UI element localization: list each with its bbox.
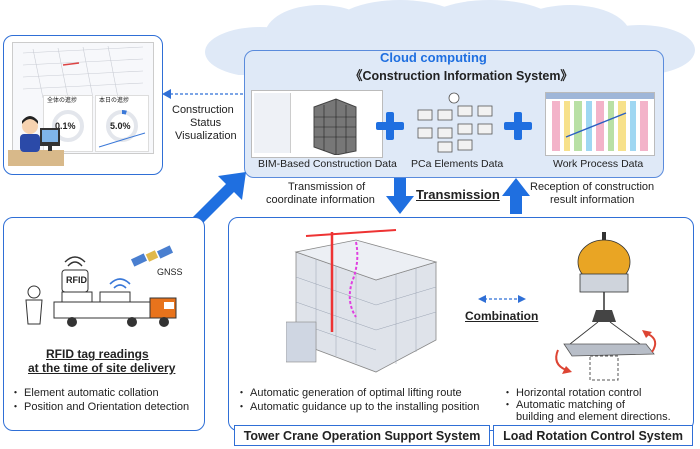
visualization-label-2: Status bbox=[190, 117, 222, 129]
cloud-computing-title: Cloud computing bbox=[380, 50, 487, 65]
bim-data-thumbnail bbox=[251, 90, 383, 158]
plus-icon-2 bbox=[504, 112, 532, 140]
arrow-to-visualization bbox=[162, 89, 244, 99]
pca-data-label: PCa Elements Data bbox=[411, 158, 504, 170]
progress-card-1: 全体の進捗 0.1% bbox=[43, 95, 93, 152]
work-process-thumbnail bbox=[545, 92, 655, 156]
gauge1-title: 全体の進捗 bbox=[47, 98, 78, 104]
visualization-label-3: Visualization bbox=[175, 130, 237, 142]
rfid-title-2: at the time of site delivery bbox=[28, 361, 176, 375]
bim-data-label: BIM-Based Construction Data bbox=[258, 158, 397, 170]
arrow-rfid-to-cloud bbox=[192, 172, 246, 226]
gauge2-value: 5.0% bbox=[110, 121, 131, 131]
tower-crane-building-illustration bbox=[286, 229, 438, 373]
crane-bullet-left-2: ・ Automatic guidance up to the installin… bbox=[236, 401, 480, 413]
combination-double-arrow bbox=[478, 295, 526, 303]
gauge2-title: 本日の進捗 bbox=[99, 98, 130, 104]
crane-bullet-left-1: ・ Automatic generation of optimal liftin… bbox=[236, 387, 462, 399]
transmission-left-1: Transmission of bbox=[288, 181, 366, 193]
transmission-right-2: result information bbox=[550, 194, 635, 206]
crane-bullet-right-3: building and element directions. bbox=[516, 411, 671, 423]
rfid-bullet-1: ・ Element automatic collation bbox=[10, 387, 159, 399]
load-rotation-device-illustration bbox=[555, 232, 657, 381]
transmission-center: Transmission bbox=[416, 187, 500, 202]
plus-icon-1 bbox=[376, 112, 404, 140]
rfid-title-1: RFID tag readings bbox=[46, 347, 149, 361]
worker-at-computer-icon bbox=[8, 116, 64, 166]
visualization-label-1: Construction bbox=[172, 104, 234, 116]
transmission-left-2: coordinate information bbox=[266, 194, 375, 206]
system-title: 《Construction Information System》 bbox=[350, 69, 573, 83]
gauge1-value: 0.1% bbox=[55, 121, 76, 131]
visualization-screenshot: 全体の進捗 0.1% 本日の進捗 5.0% bbox=[12, 42, 154, 154]
gnss-label: GNSS bbox=[157, 267, 183, 277]
pca-elements-thumbnail bbox=[414, 92, 498, 154]
transmission-right-1: Reception of construction bbox=[530, 181, 655, 193]
tower-crane-system-label: Tower Crane Operation Support System bbox=[234, 425, 490, 446]
rfid-tag-label: RFID bbox=[66, 275, 87, 285]
rfid-bullet-2: ・ Position and Orientation detection bbox=[10, 401, 190, 413]
combination-label: Combination bbox=[465, 309, 539, 323]
arrow-down bbox=[386, 178, 414, 214]
crane-bullet-right-1: ・ Horizontal rotation control bbox=[502, 387, 642, 399]
crane-bullet-right-2: ・ Automatic matching of bbox=[502, 399, 625, 411]
rfid-illustration bbox=[25, 245, 177, 327]
arrow-up bbox=[502, 178, 530, 214]
work-process-label: Work Process Data bbox=[553, 158, 644, 170]
load-rotation-system-label: Load Rotation Control System bbox=[493, 425, 693, 446]
progress-card-2: 本日の進捗 5.0% bbox=[95, 95, 149, 152]
